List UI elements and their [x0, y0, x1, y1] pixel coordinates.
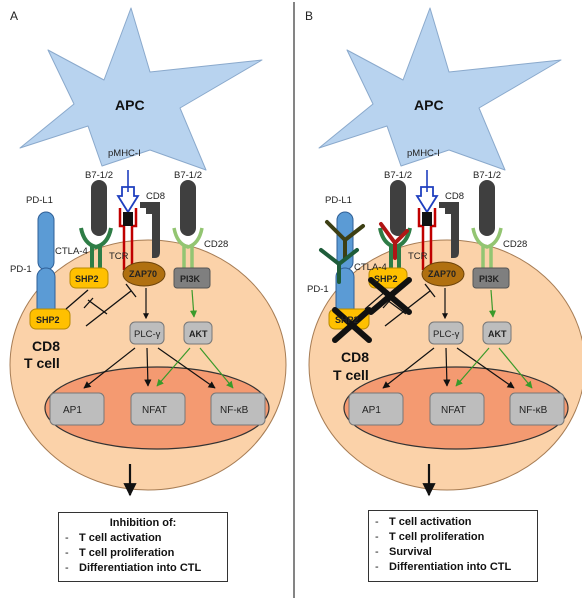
outcome-box-b: -T cell activation -T cell proliferation…	[368, 510, 538, 582]
panel-label: B	[305, 9, 313, 23]
outcome-item: -Differentiation into CTL	[65, 562, 202, 574]
pi3k-label: PI3K	[180, 274, 201, 284]
tf-nfkb-label: NF-κB	[220, 405, 249, 416]
apc-label: APC	[414, 97, 444, 113]
akt-label: AKT	[189, 329, 208, 339]
apc-label: APC	[115, 97, 145, 113]
cell-label-line1: CD8	[32, 338, 60, 354]
antibody-anti-pd-l1	[325, 220, 365, 260]
b7-left-label: B7-1/2	[384, 170, 412, 181]
plc-label: PLC-γ	[433, 329, 460, 340]
outcome-title: Inhibition of:	[109, 517, 177, 529]
shp2-bottom-label: SHP2	[335, 315, 359, 325]
cell-label-line2: T cell	[24, 355, 60, 371]
pmhc-label: pMHC-I	[407, 148, 440, 159]
panel-a: A APC pMHC-I B7-1/2 B7-1/2 CD8 PD-L1 PD-…	[10, 8, 286, 495]
cd28-label: CD28	[204, 239, 228, 250]
outcome-item: -Differentiation into CTL	[375, 561, 512, 573]
cell-label-line1: CD8	[341, 349, 369, 365]
tf-nfat-label: NFAT	[142, 405, 167, 416]
shp2-bottom-block-cross	[332, 307, 372, 343]
outcome-item: -Survival	[375, 546, 432, 558]
panel-label: A	[10, 9, 18, 23]
shp2-top-label: SHP2	[75, 274, 99, 284]
outcome-item: -T cell activation	[65, 532, 162, 544]
cd8-receptor-label: CD8	[146, 191, 165, 202]
tcr-label: TCR	[109, 251, 129, 262]
zap70-label: ZAP70	[129, 269, 157, 279]
shp2-bottom-label: SHP2	[36, 315, 60, 325]
ctla4-label: CTLA-4	[55, 246, 88, 257]
plc-label: PLC-γ	[134, 329, 161, 340]
tf-nfkb-label: NF-κB	[519, 405, 548, 416]
cd8-receptor-label: CD8	[445, 191, 464, 202]
pd-l1-label: PD-L1	[26, 195, 53, 206]
outcome-item: -T cell activation	[375, 516, 472, 528]
tcr-label: TCR	[408, 251, 428, 262]
cell-label-line2: T cell	[333, 367, 369, 383]
shp2-top-block-cross	[368, 277, 412, 315]
b7-right-label: B7-1/2	[174, 170, 202, 181]
antibody-anti-pd-1	[319, 248, 359, 284]
cd28-label: CD28	[503, 239, 527, 250]
pd-1-label: PD-1	[307, 284, 329, 295]
akt-label: AKT	[488, 329, 507, 339]
outcome-item: -T cell proliferation	[375, 531, 485, 543]
outcome-item: -T cell proliferation	[65, 547, 175, 559]
tf-ap1-label: AP1	[362, 405, 381, 416]
pd-1-label: PD-1	[10, 264, 32, 275]
b7-right-label: B7-1/2	[473, 170, 501, 181]
outcome-box-a: Inhibition of: -T cell activation -T cel…	[58, 512, 228, 582]
antibody-anti-ctla4	[379, 222, 409, 260]
pmhc-label: pMHC-I	[108, 148, 141, 159]
panel-b: B APC pMHC-I B7-1/2 B7-1/2 CD8 PD-L1 PD-…	[305, 8, 582, 495]
ctla4-label: CTLA-4	[354, 262, 387, 273]
zap70-label: ZAP70	[428, 269, 456, 279]
shp2-top-label: SHP2	[374, 274, 398, 284]
pd-l1-label: PD-L1	[325, 195, 352, 206]
pi3k-label: PI3K	[479, 274, 500, 284]
tf-nfat-label: NFAT	[441, 405, 466, 416]
tf-ap1-label: AP1	[63, 405, 82, 416]
b7-left-label: B7-1/2	[85, 170, 113, 181]
